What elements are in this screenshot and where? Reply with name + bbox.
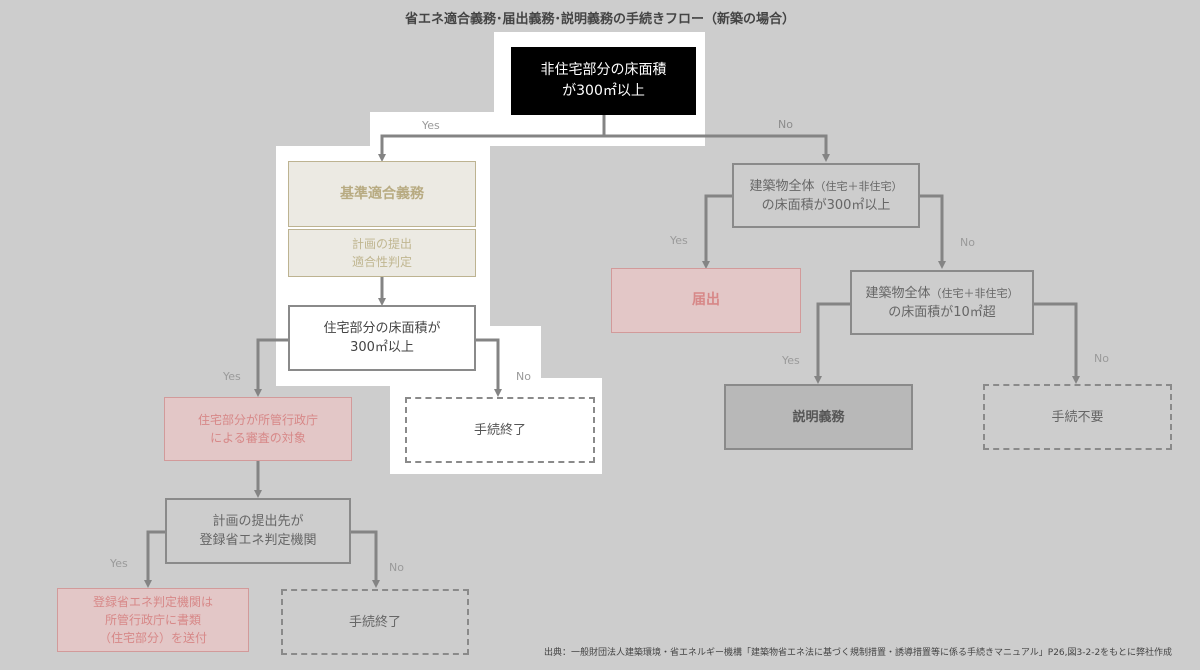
node-end-2: 手続終了 <box>281 589 469 655</box>
label-teishutsusaki-yes: Yes <box>110 557 128 570</box>
label-root-no: No <box>778 118 793 131</box>
edge-teishutsusaki-yes <box>144 530 165 588</box>
source-note: 出典：一般財団法人建築環境・省エネルギー機構「建築物省エネ法に基づく規制措置・誘… <box>544 648 1172 658</box>
node-zentai-300: 建築物全体（住宅＋非住宅） の床面積が300㎡以上 <box>732 163 920 228</box>
node-keikaku-teishutsu: 計画の提出適合性判定 <box>288 229 476 277</box>
node-shinsa-taisho: 住宅部分が所管行政庁による審査の対象 <box>164 397 352 461</box>
edge-jutaku-yes <box>254 338 288 397</box>
highlight-yes-branch <box>370 112 705 146</box>
node-kijun-tekigo: 基準適合義務 <box>288 161 476 227</box>
edge-teishutsusaki-no <box>351 530 380 588</box>
label-jutaku-no: No <box>516 370 531 383</box>
edge-root-yes <box>378 115 606 162</box>
label-teishutsusaki-no: No <box>389 561 404 574</box>
label-root-yes: Yes <box>422 119 440 132</box>
edge-zentai10-yes <box>814 302 850 384</box>
node-end-1: 手続終了 <box>405 397 595 463</box>
edge-zentai300-no <box>920 194 946 269</box>
label-zentai10-no: No <box>1094 352 1109 365</box>
label-zentai10-yes: Yes <box>782 354 800 367</box>
label-jutaku-yes: Yes <box>223 370 241 383</box>
edge-zentai300-yes <box>702 194 732 269</box>
node-setsumei-gimu: 説明義務 <box>724 384 913 450</box>
diagram-title: 省エネ適合義務･届出義務･説明義務の手続きフロー（新築の場合） <box>404 12 795 27</box>
edge-zentai10-no <box>1034 302 1080 384</box>
node-zentai-10: 建築物全体（住宅＋非住宅） の床面積が10㎡超 <box>850 270 1034 335</box>
node-shorui-soufu: 登録省エネ判定機関は所管行政庁に書類（住宅部分）を送付 <box>57 588 249 652</box>
label-zentai300-no: No <box>960 236 975 249</box>
node-tetsuzuki-fuyou: 手続不要 <box>983 384 1172 450</box>
node-hijutaku-floor-area: 非住宅部分の床面積が300㎡以上 <box>511 47 696 115</box>
node-teishutsusaki: 計画の提出先が登録省エネ判定機関 <box>165 498 351 564</box>
label-zentai300-yes: Yes <box>670 234 688 247</box>
edge-root-no <box>604 134 830 162</box>
edge-jutaku-no <box>476 338 502 397</box>
node-todokede: 届出 <box>611 268 801 333</box>
